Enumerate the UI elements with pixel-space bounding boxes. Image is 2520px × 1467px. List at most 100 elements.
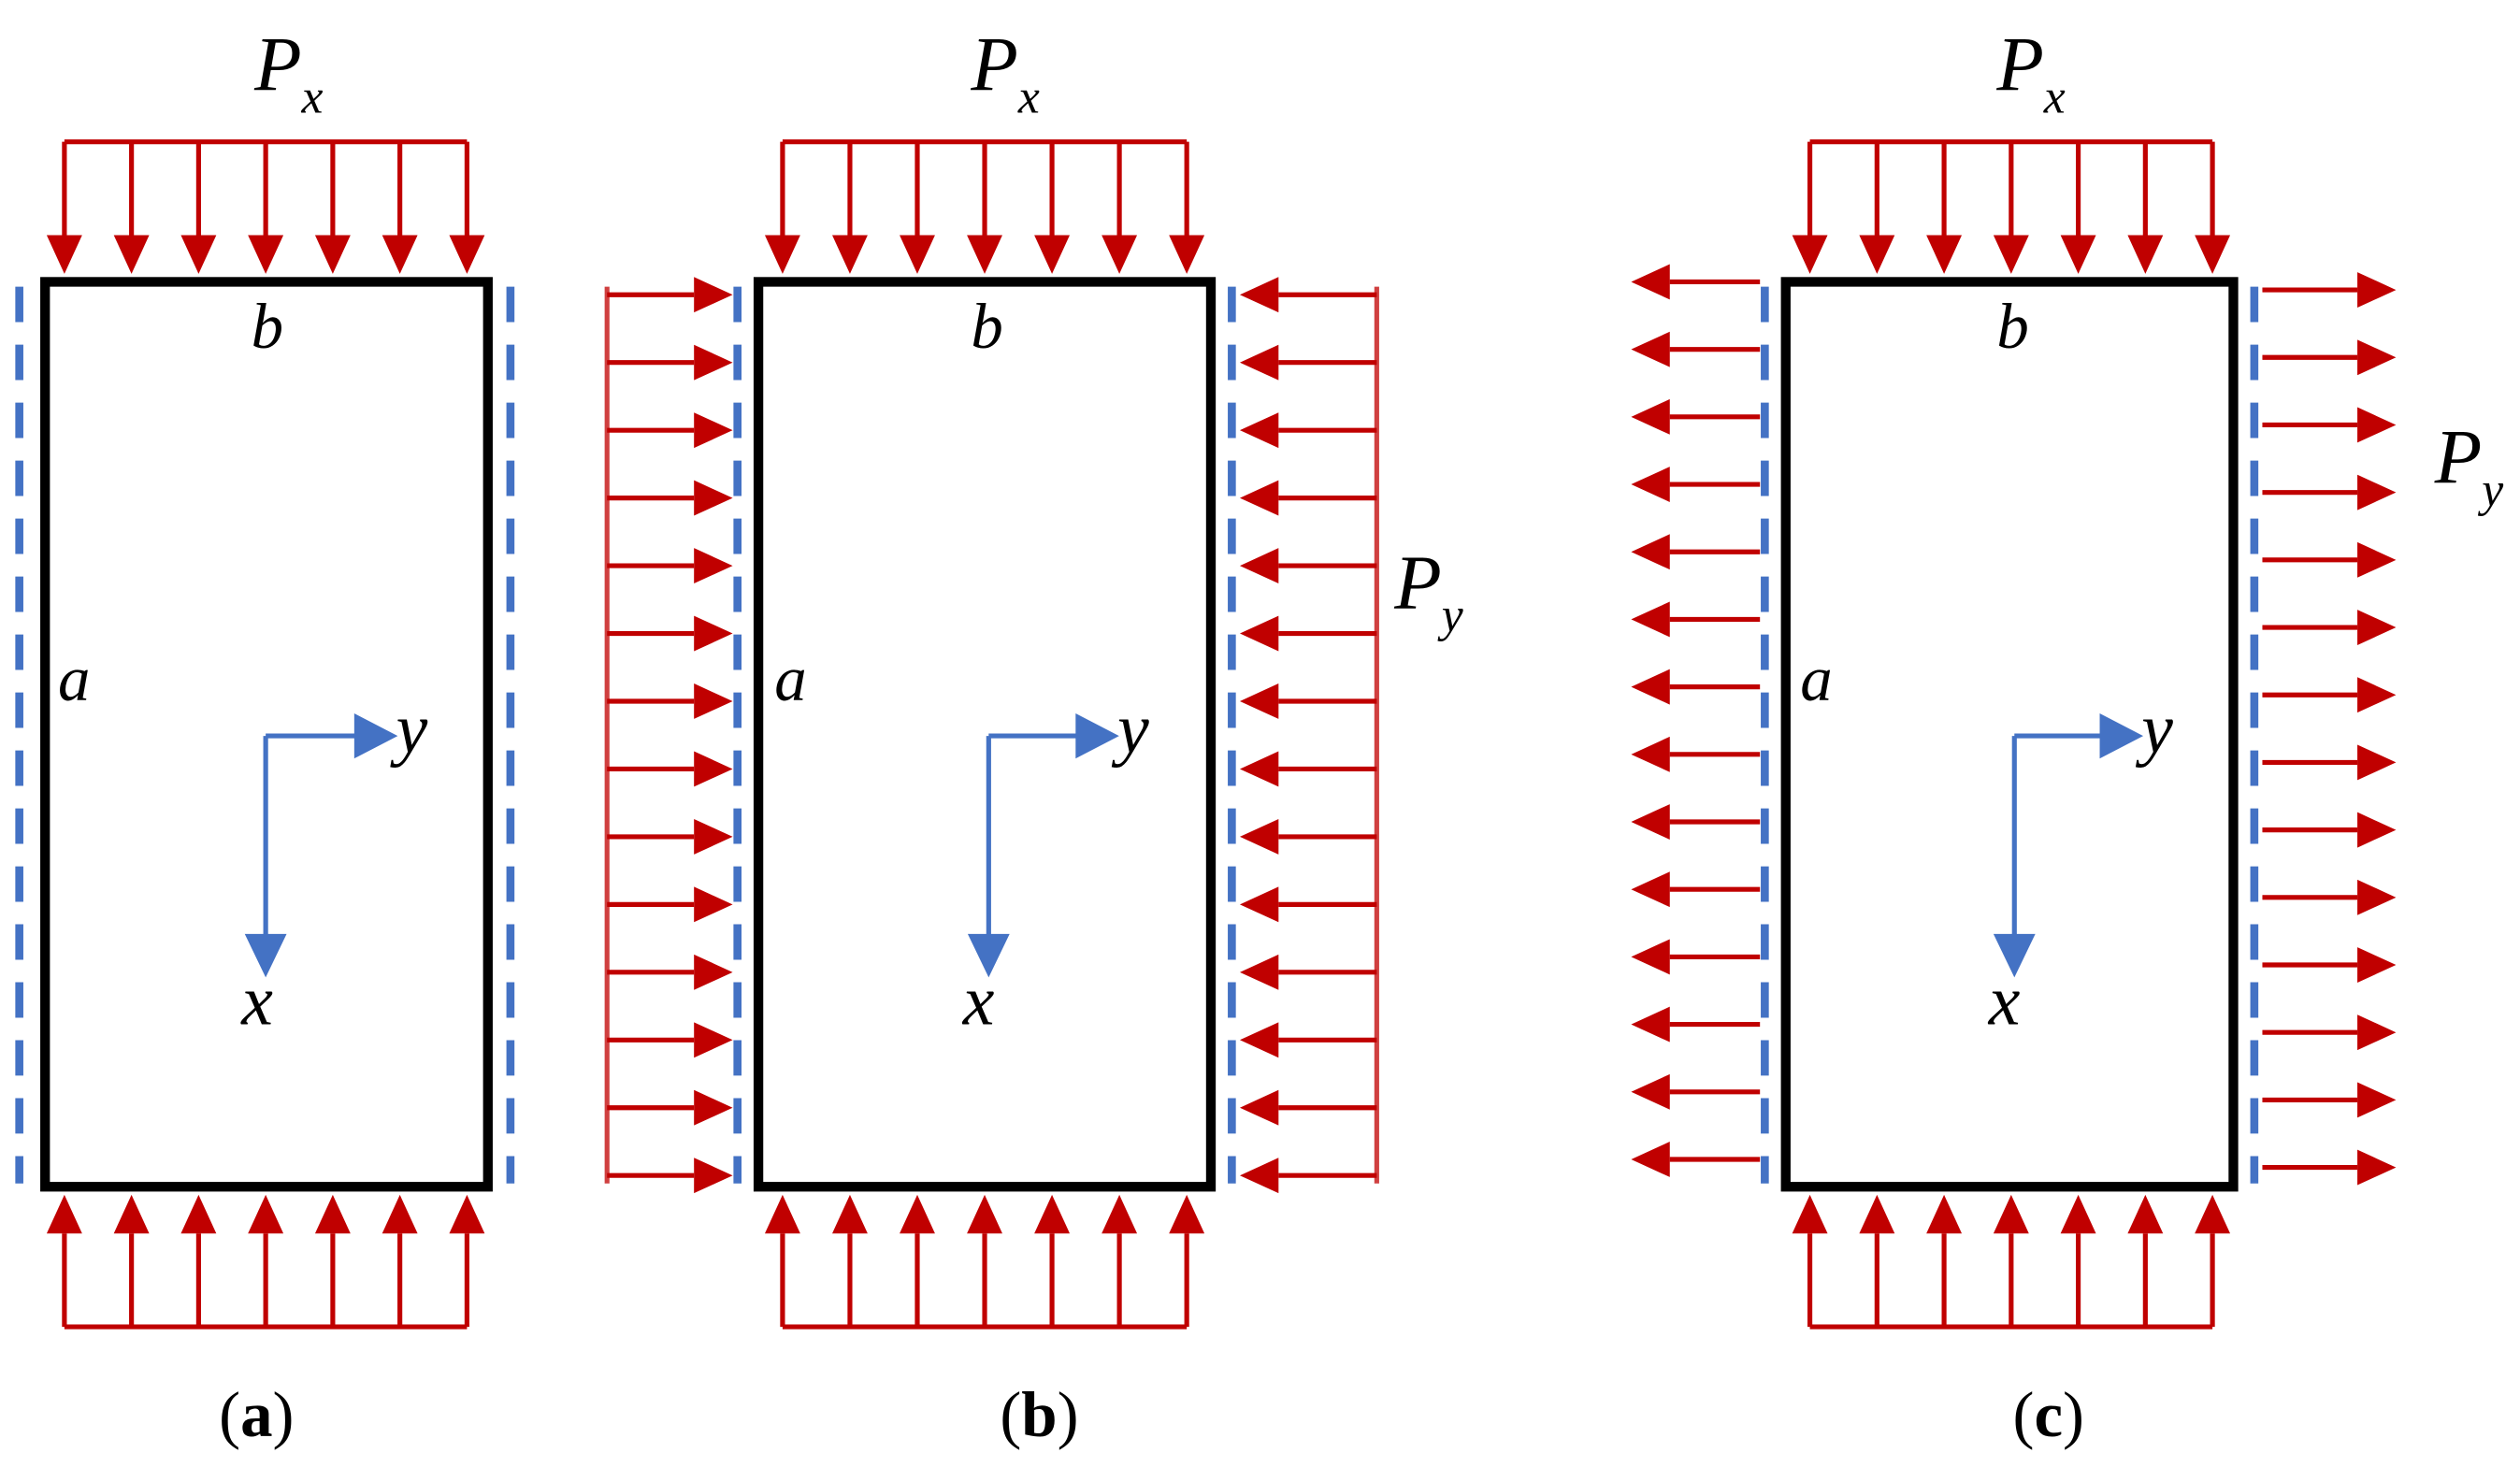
py-label-c: Py [2434, 414, 2503, 517]
load-arrow-head [2357, 1082, 2397, 1118]
load-arrow-head [694, 1022, 733, 1058]
load-arrow-head [2357, 1014, 2397, 1051]
load-arrow-head [46, 235, 82, 274]
load-arrow-head [1792, 1194, 1828, 1234]
load-arrow-head [382, 235, 418, 274]
load-arrow-head [2357, 610, 2397, 645]
load-arrow-head [764, 1194, 800, 1234]
load-arrow-head [1239, 1022, 1279, 1058]
load-arrow-head [1631, 1006, 1670, 1043]
load-arrow-head [1239, 886, 1279, 923]
panel-b: Px Py b a y x (b) [604, 22, 1463, 1450]
load-arrow-head [1631, 601, 1670, 638]
py-label-b: Py [1393, 539, 1462, 642]
load-arrow-head [248, 235, 284, 274]
load-arrow-head [900, 1194, 935, 1234]
left-load-b [604, 277, 733, 1194]
load-arrow-head [382, 1194, 418, 1234]
load-arrow-head [1993, 1194, 2029, 1234]
load-arrow-head [1631, 1142, 1670, 1177]
load-arrow-head [113, 235, 150, 274]
load-arrow-head [1239, 277, 1279, 313]
axis-x-label-b: x [962, 961, 995, 1040]
px-label-b: Px [970, 22, 1039, 124]
axis-y-label-a: y [390, 689, 428, 768]
axis-y-arrow-b [1075, 712, 1119, 759]
load-arrow-head [2357, 744, 2397, 781]
axis-x-label-c: x [1988, 961, 2021, 1040]
load-arrow-head [832, 1194, 868, 1234]
load-arrow-head [1631, 264, 1670, 300]
load-arrow-head [180, 1194, 217, 1234]
load-arrow-head [694, 548, 733, 584]
bottom-load-c [1792, 1194, 2231, 1330]
load-arrow-head [113, 1194, 150, 1234]
load-arrow-head [1631, 467, 1670, 502]
load-arrow-head [694, 954, 733, 990]
load-arrow-head [1631, 1073, 1670, 1110]
plate-a [40, 277, 493, 1192]
load-arrow-head [694, 412, 733, 449]
load-arrow-head [180, 235, 217, 274]
load-arrow-head [1631, 871, 1670, 908]
load-arrow-head [967, 235, 1002, 274]
load-arrow-head [1631, 804, 1670, 840]
load-arrow-head [2357, 879, 2397, 915]
axis-y-label-b: y [1111, 689, 1149, 768]
top-load-c [1792, 139, 2231, 274]
load-arrow-head [1239, 954, 1279, 990]
load-arrow-head [1239, 480, 1279, 516]
load-arrow-head [900, 235, 935, 274]
load-arrow-head [1859, 235, 1895, 274]
load-arrow-head [1169, 235, 1205, 274]
top-load-a [46, 139, 485, 274]
load-arrow-head [1239, 818, 1279, 855]
load-arrow-head [1792, 235, 1828, 274]
load-arrow-head [2357, 474, 2397, 511]
left-load-c [1631, 264, 1761, 1177]
a-label-a: a [58, 643, 90, 714]
load-arrow-head [764, 235, 800, 274]
load-arrow-head [1631, 939, 1670, 975]
load-arrow-head [1993, 235, 2029, 274]
plate-b [753, 277, 1217, 1192]
load-arrow-head [1239, 412, 1279, 449]
b-label-b: b [971, 291, 1002, 362]
load-arrow-head [694, 277, 733, 313]
plate-c [1780, 277, 2239, 1192]
a-label-b: a [774, 643, 806, 714]
load-arrow-head [1102, 235, 1138, 274]
bottom-load-a [46, 1194, 485, 1330]
load-arrow-head [1631, 736, 1670, 772]
load-arrow-head [2127, 235, 2164, 274]
load-arrow-head [1926, 1194, 1963, 1234]
load-arrow-head [694, 886, 733, 923]
load-arrow-head [1631, 534, 1670, 570]
load-arrow-head [2127, 1194, 2164, 1234]
load-arrow-head [1239, 1089, 1279, 1126]
load-arrow-head [694, 1158, 733, 1194]
load-arrow-head [694, 344, 733, 381]
load-arrow-head [2357, 1149, 2397, 1186]
right-load-c [2262, 272, 2397, 1186]
load-arrow-head [2357, 541, 2397, 578]
axis-y-arrow-a [353, 712, 398, 759]
load-arrow-head [694, 751, 733, 787]
load-arrow-head [1631, 398, 1670, 435]
load-arrow-head [694, 818, 733, 855]
load-arrow-head [1034, 1194, 1071, 1234]
load-arrow-head [2195, 1194, 2231, 1234]
load-arrow-head [967, 1194, 1002, 1234]
load-arrow-head [2195, 235, 2231, 274]
load-arrow-head [2357, 947, 2397, 983]
bottom-load-b [764, 1194, 1205, 1330]
axis-x-label-a: x [240, 961, 273, 1040]
load-arrow-head [1034, 235, 1071, 274]
load-arrow-head [46, 1194, 82, 1234]
load-arrow-head [1859, 1194, 1895, 1234]
a-label-c: a [1800, 643, 1832, 714]
load-arrow-head [694, 615, 733, 652]
load-arrow-head [694, 683, 733, 719]
load-arrow-head [449, 1194, 485, 1234]
load-arrow-head [1239, 751, 1279, 787]
